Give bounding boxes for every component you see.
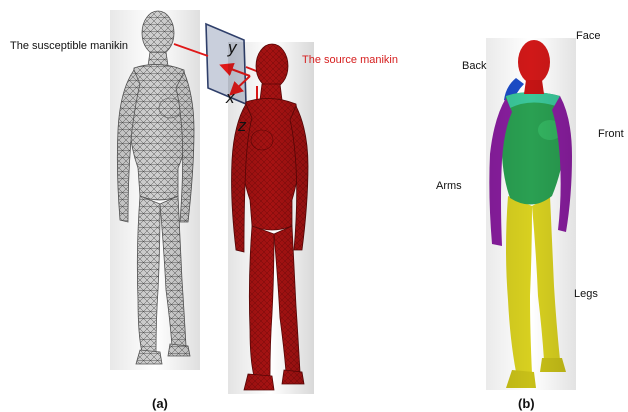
susceptible-manikin-label: The susceptible manikin — [10, 40, 128, 52]
source-manikin-label: The source manikin — [302, 54, 398, 66]
face-label: Face — [576, 30, 600, 42]
legs-label: Legs — [574, 288, 598, 300]
panel-a-label: (a) — [152, 396, 168, 411]
back-label: Back — [462, 60, 486, 72]
panel-b-label: (b) — [518, 396, 535, 411]
z-axis-label: z — [238, 116, 247, 136]
front-label: Front — [598, 128, 624, 140]
x-axis-label: x — [226, 88, 235, 108]
susceptible-manikin — [110, 10, 200, 370]
y-axis-label: y — [228, 38, 237, 58]
segmented-manikin — [486, 38, 576, 390]
arms-label: Arms — [436, 180, 462, 192]
source-manikin — [228, 42, 314, 394]
